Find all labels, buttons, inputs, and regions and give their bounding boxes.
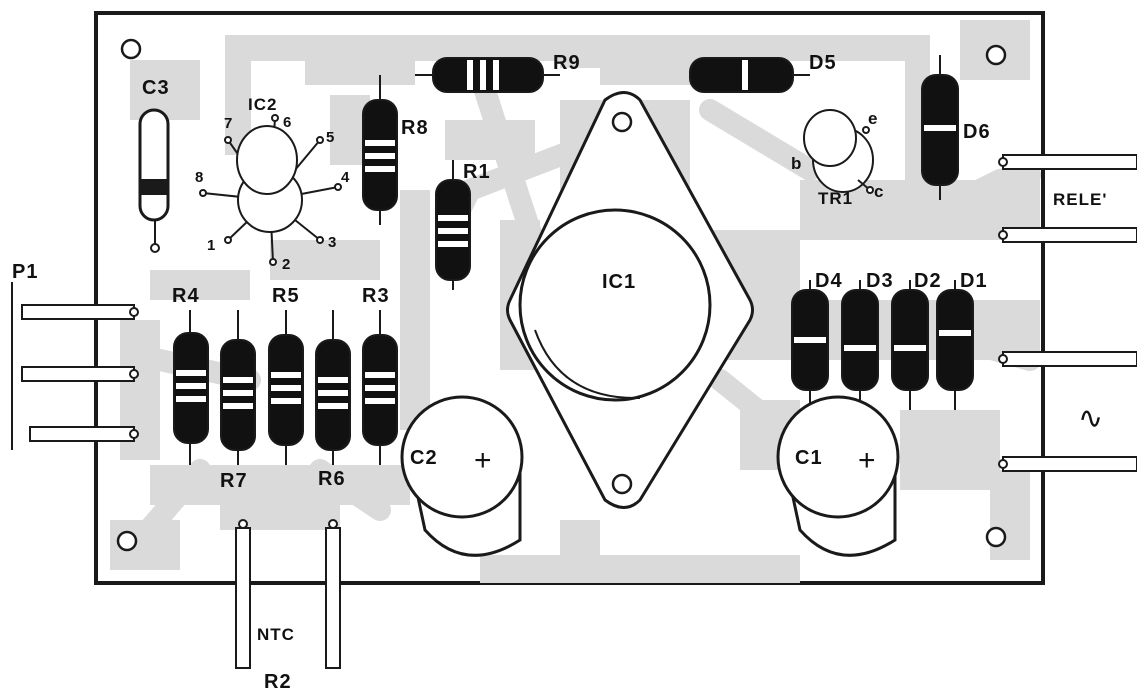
ic2-pin3-label: 3 [328,234,338,251]
c1-plus-sign: + [858,444,877,477]
ic1-package [506,91,754,509]
external-leads [11,154,1137,669]
d3-label: D3 [866,270,894,292]
ic2-pin8-label: 8 [195,169,205,186]
ic2-can [199,114,342,266]
c2-label: C2 [410,447,438,469]
c2-plus-sign: + [474,444,493,477]
c1-capacitor [776,395,900,557]
c3-label: C3 [142,77,170,99]
r4-label: R4 [172,285,200,307]
d1-label: D1 [960,270,988,292]
ic2-pin5-label: 5 [326,129,336,146]
ntc-label: NTC [257,625,295,644]
tr1-transistor [803,109,874,194]
diode-bank [791,280,974,410]
ic2-pin6-label: 6 [283,114,293,131]
tr1-label: TR1 [818,189,854,208]
c1-label: C1 [795,447,823,469]
tr1-base-label: b [791,154,803,173]
d6-label: D6 [963,121,991,143]
r6-label: R6 [318,468,346,490]
rele-label: RELE' [1053,190,1108,209]
c2-capacitor [400,395,524,557]
p1-label: P1 [12,261,39,283]
ic2-pin4-label: 4 [341,169,351,186]
ic2-pin7-label: 7 [224,115,234,132]
ic1-label: IC1 [602,271,637,293]
ic2-label: IC2 [248,95,278,114]
r1-label: R1 [463,161,491,183]
d5-label: D5 [809,52,837,74]
mounting-hole [116,38,1007,552]
r8-label: R8 [401,117,429,139]
c3-capacitor [138,108,170,253]
r5-label: R5 [272,285,300,307]
ac-input-symbol: ∿ [1078,402,1105,435]
r3-label: R3 [362,285,390,307]
r7-label: R7 [220,470,248,492]
tr1-emitter-label: e [868,109,879,128]
resistor-bank [173,310,398,465]
ic2-pin2-label: 2 [282,256,292,273]
axial-components [362,55,959,290]
ic2-pin1-label: 1 [207,237,217,254]
r2-label: R2 [264,671,292,693]
d2-label: D2 [914,270,942,292]
d4-label: D4 [815,270,843,292]
r9-label: R9 [553,52,581,74]
tr1-collector-label: c [874,182,885,201]
